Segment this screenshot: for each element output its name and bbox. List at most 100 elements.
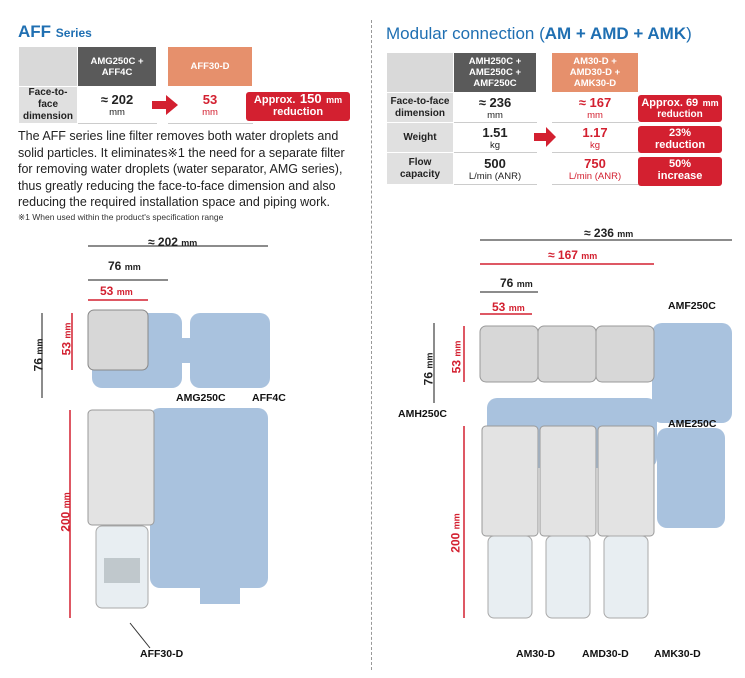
modular-vdim-53-unit: mm: [452, 340, 463, 357]
aff-dim-202-value: ≈ 202: [148, 235, 178, 249]
modular-badge-weight-value: 23%: [668, 127, 692, 139]
section-divider: [371, 20, 372, 670]
aff-diagram: [41, 245, 270, 649]
modular-flow-u2: L/min (ANR): [568, 170, 622, 182]
label-amd30-d: AMD30-D: [582, 648, 629, 660]
aff-dim-76: 76 mm: [108, 259, 141, 273]
modular-badge-weight: 23% reduction: [638, 126, 722, 153]
modular-vdim-200-unit: mm: [451, 513, 462, 530]
aff-vdim-200-unit: mm: [61, 492, 72, 509]
modular-title-plain: Modular connection (: [386, 24, 545, 43]
modular-vdim-200: 200 mm: [449, 513, 463, 552]
modular-dim-236-unit: mm: [617, 229, 634, 239]
aff-series-title: AFF Series: [18, 22, 92, 42]
modular-table-corner: [386, 52, 454, 93]
aff-badge-value: 150: [299, 91, 322, 106]
modular-vdim-76-value: 76: [421, 372, 436, 386]
modular-weight-u2: kg: [589, 139, 601, 151]
aff-dim-53: 53 mm: [100, 284, 133, 298]
modular-dim-167: ≈ 167 mm: [548, 248, 597, 262]
aff-table-corner: [18, 46, 78, 87]
modular-badge-weight-text: reduction: [654, 139, 706, 151]
aff-row-label: Face-to-face dimension: [18, 86, 78, 124]
label-amf250c: AMF250C: [668, 300, 716, 312]
aff-vdim-53-unit: mm: [62, 322, 73, 339]
modular-badge-ftf-value: Approx. 69: [641, 97, 699, 109]
modular-title: Modular connection (AM + AMD + AMK): [386, 24, 692, 44]
label-aff4c: AFF4C: [252, 392, 286, 404]
aff-dim-202-unit: mm: [181, 238, 198, 248]
aff-footnote: ※1 When used within the product's specif…: [18, 212, 224, 222]
aff-dim-76-value: 76: [108, 259, 122, 273]
modular-dim-76: 76 mm: [500, 276, 533, 290]
modular-vdim-76: 76 mm: [421, 353, 435, 386]
modular-badge-ftf: Approx. 69 mm reduction: [638, 95, 722, 122]
modular-badge-flow: 50% increase: [638, 157, 722, 186]
modular-dim-236-value: ≈ 236: [584, 226, 614, 240]
modular-col-amh: AMH250C + AME250C + AMF250C: [453, 52, 537, 93]
aff-vdim-76: 76 mm: [31, 339, 45, 372]
modular-ftf-u1: mm: [487, 109, 503, 121]
label-amk30-d: AMK30-D: [654, 648, 701, 660]
modular-ftf-v2: ≈ 167: [578, 94, 612, 110]
aff-dim-76-unit: mm: [124, 262, 141, 272]
aff-badge-unit: mm: [326, 95, 343, 105]
modular-dim-236: ≈ 236 mm: [584, 226, 633, 240]
modular-row-label-flow: Flow capacity: [386, 152, 454, 185]
modular-ftf-v1: ≈ 236: [478, 94, 512, 110]
aff-vdim-53: 53 mm: [59, 323, 73, 356]
aff-description: The AFF series line filter removes both …: [18, 129, 345, 209]
aff-dim-202: ≈ 202 mm: [148, 235, 197, 249]
aff-vdim-200-value: 200: [58, 511, 73, 532]
modular-vdim-76-unit: mm: [424, 352, 435, 369]
aff-arrow-icon: [152, 95, 178, 115]
modular-col-am30: AM30-D + AMD30-D + AMK30-D: [551, 52, 639, 93]
modular-diagram: [433, 239, 732, 619]
modular-title-bold: AM + AMD + AMK: [544, 24, 687, 43]
modular-badge-ftf-unit: mm: [702, 98, 719, 108]
label-amh250c: AMH250C: [398, 408, 448, 420]
modular-dim-53-unit: mm: [508, 303, 525, 313]
modular-vdim-200-value: 200: [448, 532, 463, 553]
modular-badge-ftf-text: reduction: [657, 109, 703, 120]
modular-dim-167-unit: mm: [581, 251, 598, 261]
aff-badge-text: reduction: [272, 106, 324, 118]
aff-val-202-unit: mm: [109, 107, 125, 118]
aff-badge-prefix: Approx.: [253, 94, 296, 106]
aff-vdim-76-value: 76: [31, 358, 46, 372]
aff-val-53-unit: mm: [202, 107, 218, 118]
modular-badge-flow-text: increase: [657, 170, 703, 182]
aff-dim-53-value: 53: [100, 284, 114, 298]
modular-weight-u1: kg: [489, 139, 501, 151]
modular-flow-v1: 500: [484, 155, 506, 171]
modular-badge-flow-value: 50%: [668, 158, 692, 170]
label-ame250c: AME250C: [668, 418, 717, 430]
modular-arrow-icon: [534, 127, 556, 147]
modular-vdim-53-value: 53: [449, 360, 464, 374]
aff-val-53: 53: [202, 92, 218, 107]
aff-col-aff30: AFF30-D: [167, 46, 253, 87]
aff-vdim-53-value: 53: [59, 342, 74, 356]
aff-title-suffix: Series: [55, 26, 92, 40]
modular-ftf-u2: mm: [587, 109, 603, 121]
modular-flow-u1: L/min (ANR): [468, 170, 522, 182]
aff-val-202: ≈ 202: [100, 92, 134, 107]
modular-flow-v2: 750: [584, 155, 606, 171]
modular-dim-167-value: ≈ 167: [548, 248, 578, 262]
modular-dim-53-value: 53: [492, 300, 506, 314]
modular-title-end: ): [686, 24, 692, 43]
modular-dim-76-unit: mm: [516, 279, 533, 289]
modular-vdim-53: 53 mm: [449, 341, 463, 374]
label-aff30-d: AFF30-D: [140, 648, 184, 660]
modular-dim-76-value: 76: [500, 276, 514, 290]
aff-vdim-200: 200 mm: [59, 492, 73, 531]
label-am30-d: AM30-D: [516, 648, 556, 660]
aff-reduction-badge: Approx. 150 mm reduction: [246, 92, 350, 121]
aff-comparison-table: AMG250C + AFF4C AFF30-D Face-to-face dim…: [18, 46, 253, 124]
modular-row-label-weight: Weight: [386, 122, 454, 153]
label-amg250c: AMG250C: [176, 392, 226, 404]
modular-weight-v2: 1.17: [582, 124, 608, 140]
modular-weight-v1: 1.51: [482, 124, 508, 140]
aff-vdim-76-unit: mm: [34, 338, 45, 355]
modular-comparison-table: AMH250C + AME250C + AMF250C AM30-D + AMD…: [386, 52, 639, 185]
